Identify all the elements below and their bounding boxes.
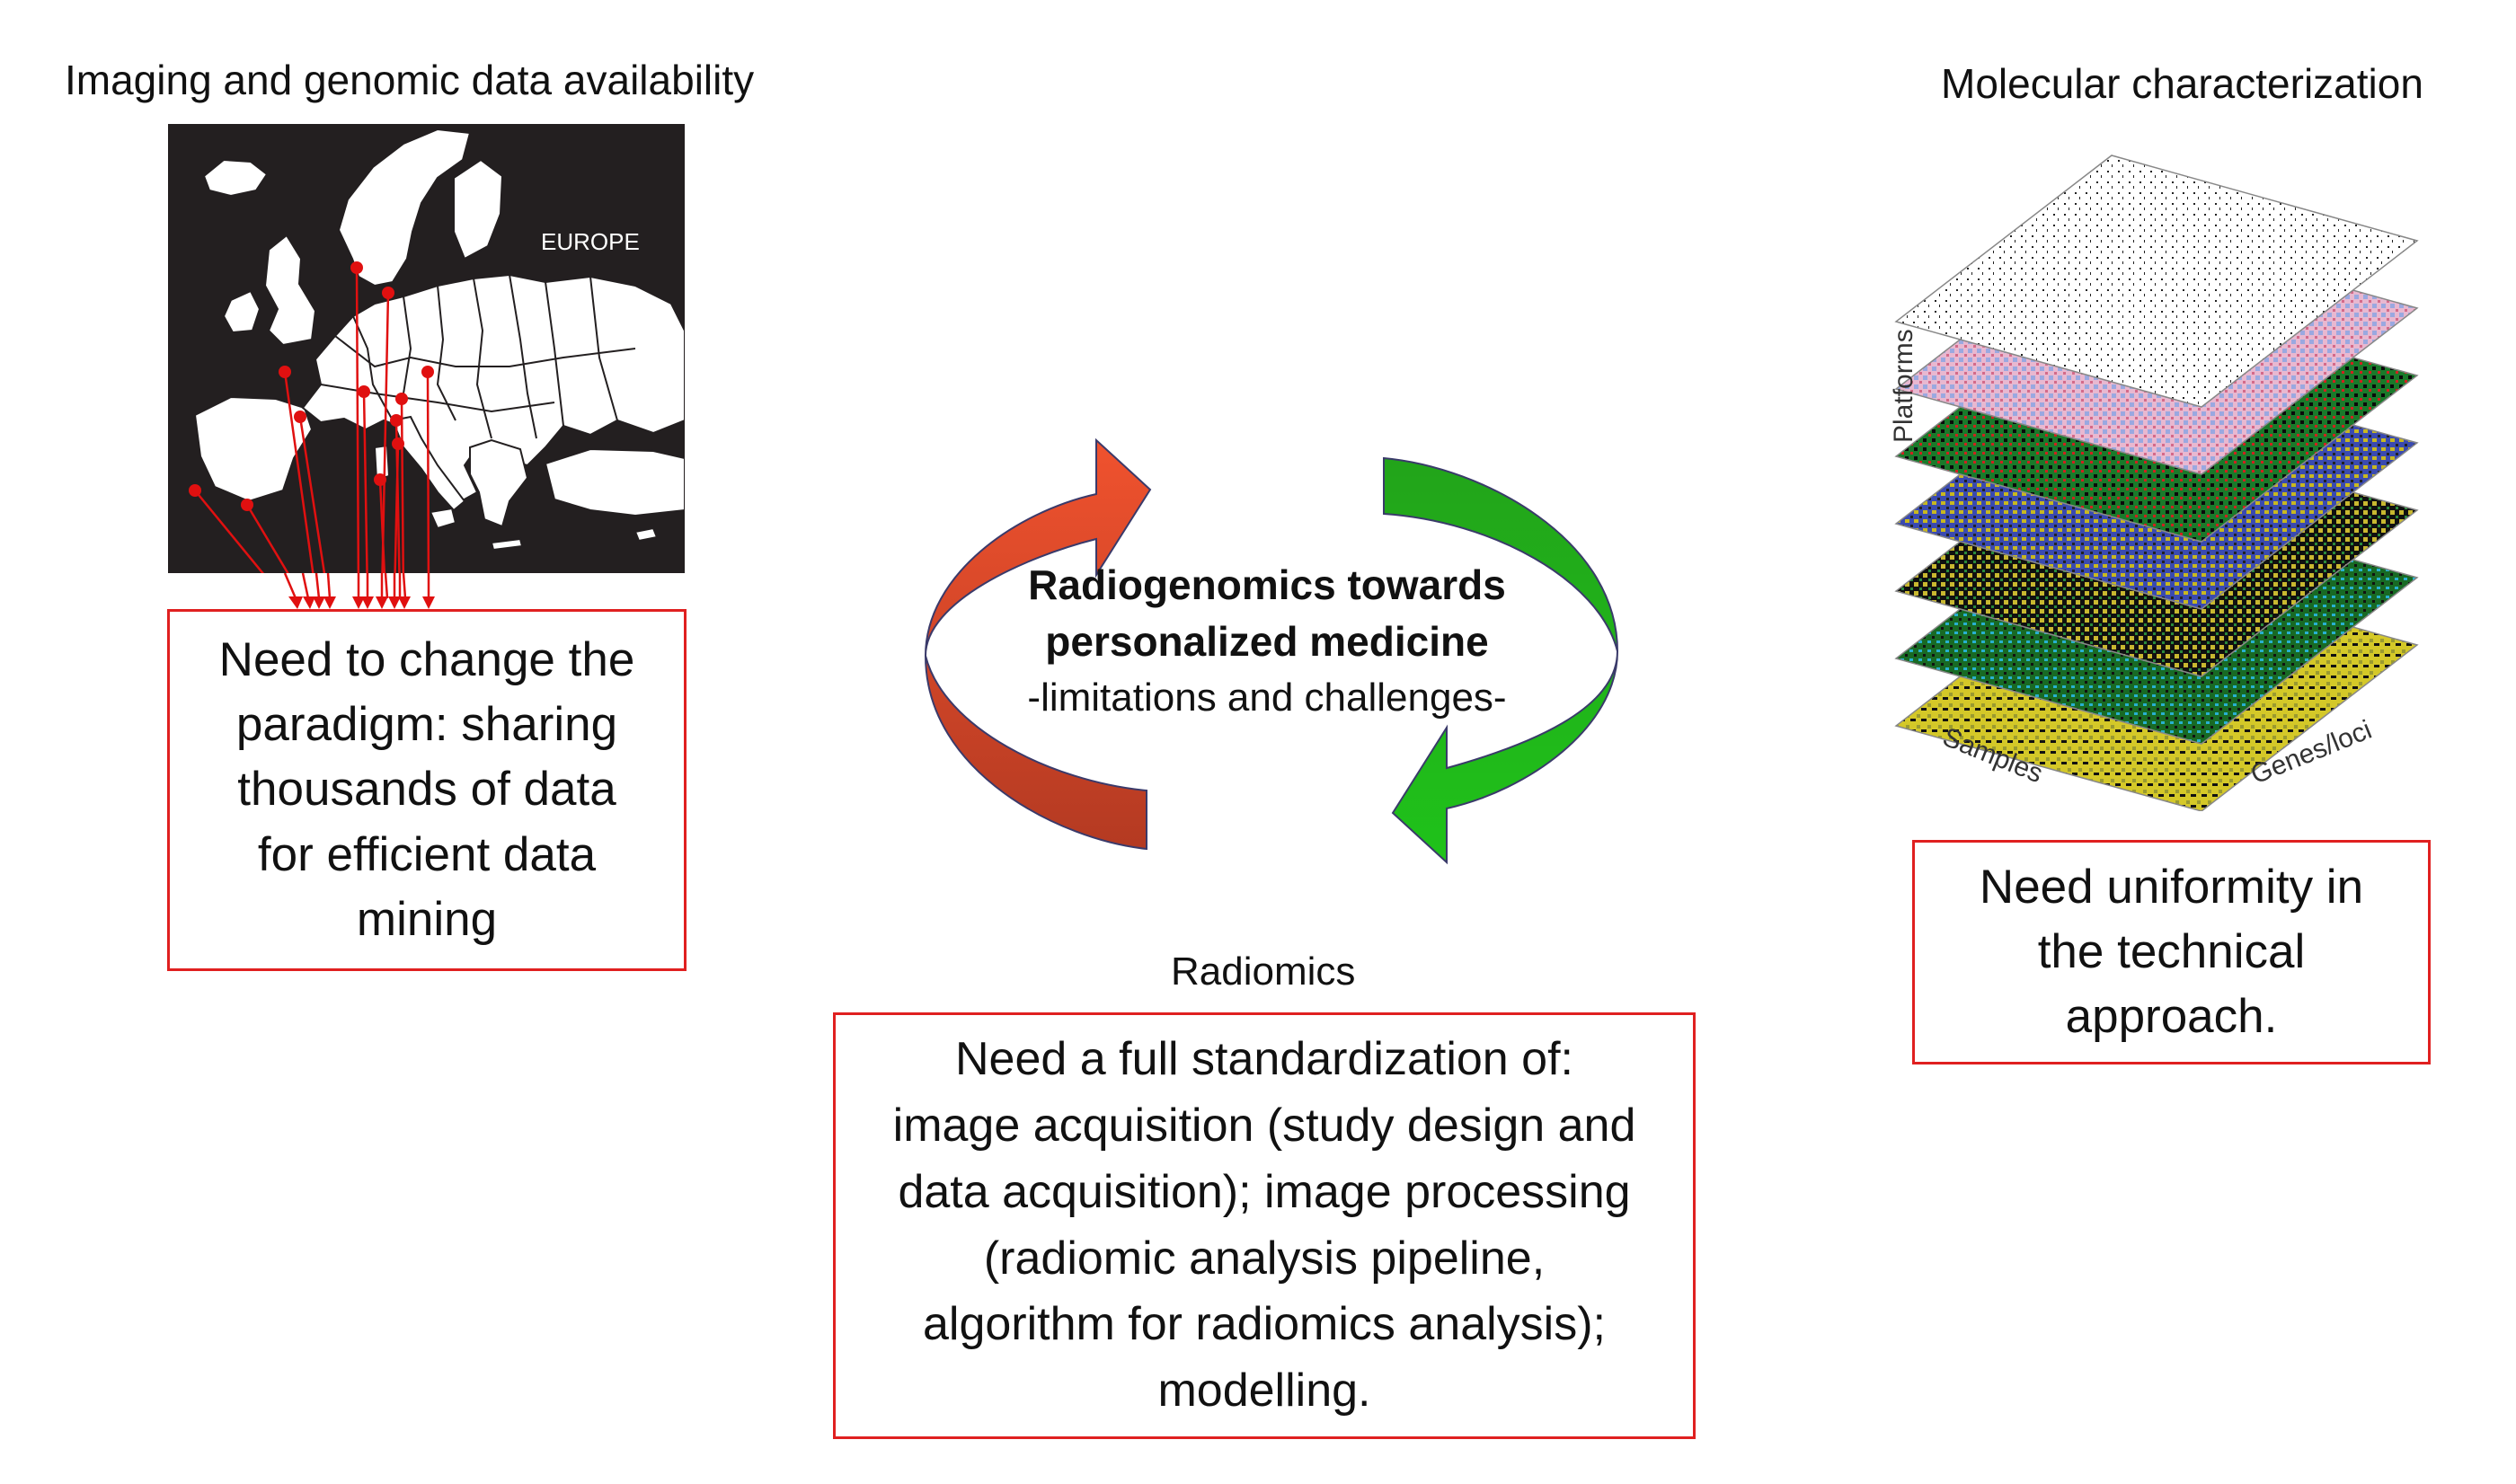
center-title: Radiogenomics towards personalized medic… [917, 557, 1617, 726]
box-technical-uniformity: Need uniformity in the technical approac… [1912, 840, 2431, 1064]
heading-radiomics: Radiomics [1171, 950, 1356, 994]
heatmap-axis-platforms: Platforms [1889, 329, 1918, 443]
heading-data-availability: Imaging and genomic data availability [65, 57, 755, 103]
pin-arrow-tails [283, 573, 435, 609]
box-radiomics-standardization: Need a full standardization of: image ac… [833, 1012, 1696, 1439]
box-radiomics-standardization-text: Need a full standardization of: image ac… [892, 1033, 1636, 1418]
center-title-line2: personalized medicine [1045, 618, 1489, 666]
center-subtitle: -limitations and challenges- [1027, 675, 1507, 720]
box-data-sharing: Need to change the paradigm: sharing tho… [167, 609, 687, 971]
europe-map: EUROPE [168, 124, 685, 573]
green-cycle-arrow [1383, 456, 1619, 865]
map-label: EUROPE [541, 228, 640, 255]
box-technical-uniformity-text: Need uniformity in the technical approac… [1979, 860, 2364, 1044]
red-cycle-arrow [924, 437, 1152, 851]
molecular-heatmap-stack: Platforms Samples Genes/loci [1889, 155, 2419, 811]
heading-molecular-characterization: Molecular characterization [1941, 60, 2423, 107]
box-data-sharing-text: Need to change the paradigm: sharing tho… [218, 633, 635, 946]
layer-1 [1894, 155, 2419, 408]
cycle-arrows [924, 437, 1619, 865]
center-title-line1: Radiogenomics towards [1028, 561, 1506, 608]
map-pins [189, 261, 434, 511]
